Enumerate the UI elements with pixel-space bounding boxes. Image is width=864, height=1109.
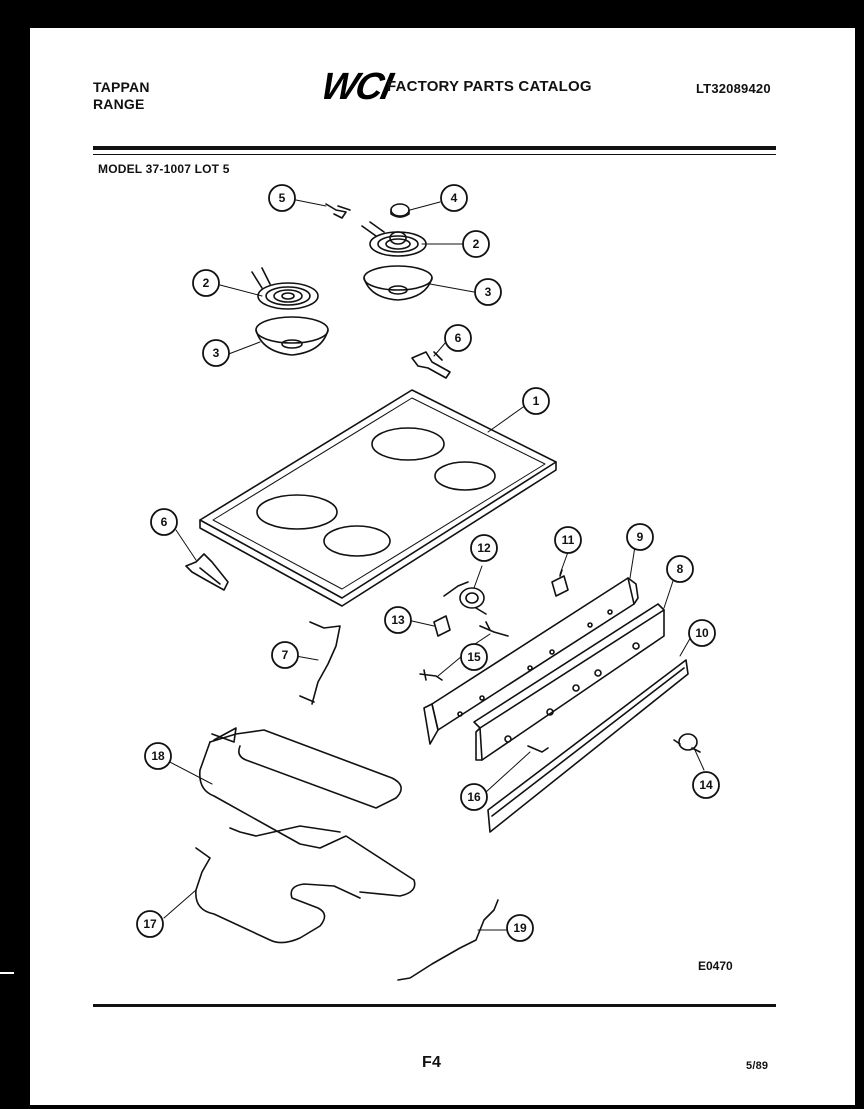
callout-19 xyxy=(506,914,534,942)
catalog-number: LT32089420 xyxy=(696,81,771,96)
receptacle-upper xyxy=(411,351,451,379)
indicator-light xyxy=(673,733,701,753)
knob-part xyxy=(390,203,410,218)
receptacle-lower xyxy=(185,553,229,591)
callout-4-label: 4 xyxy=(451,191,458,205)
header-rule-thin xyxy=(93,154,776,155)
backguard-panel xyxy=(473,603,665,761)
callout-10-label: 10 xyxy=(695,626,709,640)
footer-rule xyxy=(93,1004,776,1007)
clip-part xyxy=(433,615,451,637)
drip-bowl-right xyxy=(363,265,433,301)
broil-element xyxy=(195,825,361,944)
callout-5 xyxy=(268,184,296,212)
screw-lower xyxy=(419,669,443,681)
callout-2-upper xyxy=(462,230,490,258)
callout-5-label: 5 xyxy=(279,191,286,205)
trim-strip xyxy=(487,659,689,833)
callout-9-label: 9 xyxy=(637,530,644,544)
callout-15-upper-label: 15 xyxy=(467,650,481,664)
surface-element-right xyxy=(361,221,427,257)
callout-15-upper xyxy=(460,643,488,671)
callout-7 xyxy=(271,641,299,669)
screw-16 xyxy=(527,745,549,753)
callout-18-label: 18 xyxy=(151,749,165,763)
callout-12-label: 12 xyxy=(477,541,491,555)
brand-line-1: TAPPAN xyxy=(93,79,150,95)
callout-4 xyxy=(440,184,468,212)
callout-2-upper-label: 2 xyxy=(473,237,480,251)
callout-3-upper xyxy=(474,278,502,306)
callout-8 xyxy=(666,555,694,583)
brand-block: TAPPAN RANGE xyxy=(93,79,150,113)
callout-10 xyxy=(688,619,716,647)
callout-16-label: 16 xyxy=(467,790,481,804)
figure-code: E0470 xyxy=(698,959,733,973)
callout-13-label: 13 xyxy=(391,613,405,627)
control-panel xyxy=(423,577,639,745)
callout-19-label: 19 xyxy=(513,921,527,935)
revision-date: 5/89 xyxy=(746,1060,769,1072)
callout-17-label: 17 xyxy=(143,917,157,931)
model-line: MODEL 37-1007 LOT 5 xyxy=(98,162,230,176)
callout-2-left-label: 2 xyxy=(203,276,210,290)
callout-6-lower-label: 6 xyxy=(161,515,168,529)
callout-7-label: 7 xyxy=(282,648,289,662)
callout-17 xyxy=(136,910,164,938)
callout-6-upper xyxy=(444,324,472,352)
callout-16 xyxy=(460,783,488,811)
callouts xyxy=(136,184,720,942)
callout-11 xyxy=(554,526,582,554)
callout-3-upper-label: 3 xyxy=(485,285,492,299)
brand-line-2: RANGE xyxy=(93,96,145,112)
callout-3-left-label: 3 xyxy=(213,346,220,360)
callout-9 xyxy=(626,523,654,551)
cooktop-part xyxy=(199,389,557,607)
callout-1-label: 1 xyxy=(533,394,540,408)
callout-6-lower xyxy=(150,508,178,536)
callout-14 xyxy=(692,771,720,799)
wire-assembly xyxy=(299,621,341,705)
drip-bowl-left xyxy=(255,316,329,356)
catalog-title: FACTORY PARTS CATALOG xyxy=(387,78,592,95)
callout-12 xyxy=(470,534,498,562)
callout-2-left xyxy=(192,269,220,297)
header-rule-thick xyxy=(93,146,776,150)
screw-upper xyxy=(479,621,509,637)
page-number: F4 xyxy=(422,1054,442,1071)
bake-element xyxy=(198,727,416,897)
callout-6-upper-label: 6 xyxy=(455,331,462,345)
callout-3-left xyxy=(202,339,230,367)
callout-11-label: 11 xyxy=(562,533,575,547)
margin-mark xyxy=(0,972,14,974)
surface-element-left xyxy=(251,267,319,310)
switch-part xyxy=(551,569,569,597)
callout-14-label: 14 xyxy=(699,778,713,792)
callout-8-label: 8 xyxy=(677,562,684,576)
callout-13 xyxy=(384,606,412,634)
terminal-part xyxy=(325,203,351,219)
infinite-switch xyxy=(443,581,487,615)
callout-18 xyxy=(144,742,172,770)
wire-19 xyxy=(397,899,499,981)
catalog-page: TAPPAN RANGE WCI FACTORY PARTS CATALOG L… xyxy=(30,28,855,1105)
exploded-diagram: 1 2 2 3 3 4 5 6 6 7 8 9 10 11 12 13 14 1… xyxy=(136,184,733,981)
callout-1 xyxy=(522,387,550,415)
